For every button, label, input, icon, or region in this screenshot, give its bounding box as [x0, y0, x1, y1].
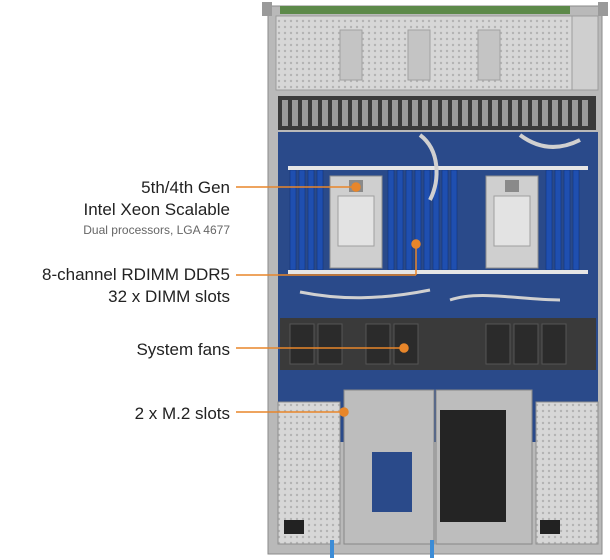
callout-cpu: 5th/4th Gen Intel Xeon Scalable Dual pro…: [20, 177, 230, 239]
callout-lines: [236, 182, 421, 417]
fan-4: [393, 323, 419, 365]
fan-2: [317, 323, 343, 365]
callout-m2: 2 x M.2 slots: [20, 403, 230, 425]
fan-5: [485, 323, 511, 365]
cpu-label-sub: Dual processors, LGA 4677: [83, 223, 230, 237]
fans-label: System fans: [136, 340, 230, 359]
fan-1: [289, 323, 315, 365]
cpu-pointer-dot: [351, 182, 361, 192]
rack-ear-right: [598, 2, 608, 16]
fan-3: [365, 323, 391, 365]
m2-card: [372, 452, 412, 512]
fan-7: [541, 323, 567, 365]
riser-card-dark: [440, 410, 506, 522]
dimm-label-line2: 32 x DIMM slots: [108, 287, 230, 306]
fan-6: [513, 323, 539, 365]
callout-fans: System fans: [20, 339, 230, 361]
m2-label: 2 x M.2 slots: [134, 404, 230, 423]
m2-pointer-dot: [339, 407, 349, 417]
rack-ear-left: [262, 2, 272, 16]
fans-pointer-dot: [399, 343, 409, 353]
front-io-box: [571, 15, 599, 91]
front-connector-strip: [280, 6, 570, 14]
cpu-label-line1: 5th/4th Gen: [141, 178, 230, 197]
cpu-socket-2: [485, 175, 539, 269]
cpu-label-line2: Intel Xeon Scalable: [83, 200, 231, 219]
dimm-label-line1: 8-channel RDIMM DDR5: [42, 265, 230, 284]
fan-row: [289, 323, 567, 365]
callout-dimm: 8-channel RDIMM DDR5 32 x DIMM slots: [0, 264, 230, 308]
dimm-pointer-dot: [411, 239, 421, 249]
